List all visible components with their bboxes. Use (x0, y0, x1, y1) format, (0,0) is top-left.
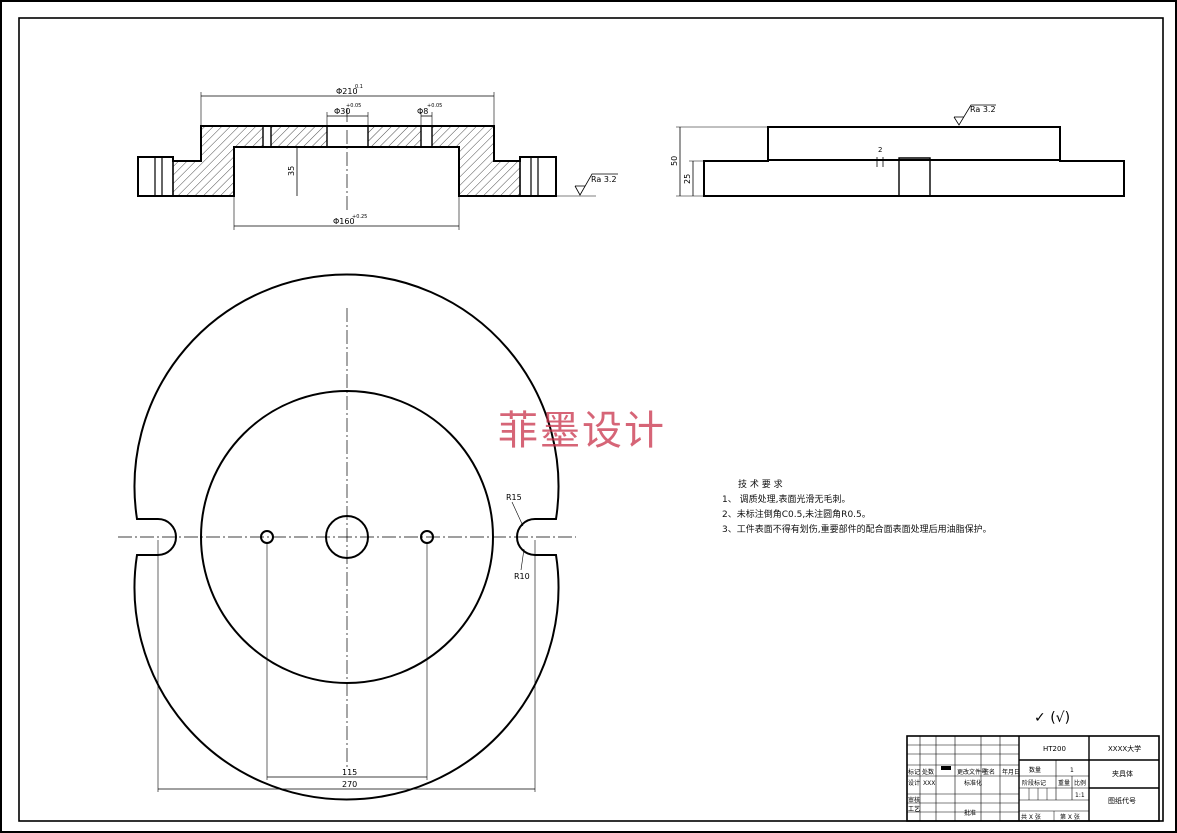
tb-school: XXXX大学 (1108, 744, 1141, 753)
redacted-name-box (941, 766, 951, 770)
watermark-text: 菲墨设计 (498, 408, 666, 454)
tb-part-name: 夹具体 (1112, 769, 1133, 778)
dim-recess-dia: Φ160 (333, 217, 355, 226)
dim-outer-tol: 0.1 (355, 84, 363, 90)
tech-req-item-3: 3、工件表面不得有划伤,重要部件的配合面表面处理后用油脂保护。 (722, 525, 992, 535)
tb-standard-label: 标准化 (964, 779, 982, 787)
tb-count-label: 处数 (922, 768, 934, 776)
roughness-note-text: (√) (1050, 710, 1071, 726)
tb-weight-label: 重量 (1058, 779, 1070, 787)
dim-hole-spacing: 115 (342, 768, 357, 777)
tb-process-label: 工艺 (908, 805, 920, 813)
tb-check-label: 审核 (908, 796, 920, 804)
tech-req-item-2: 2、未标注倒角C0.5,未注圆角R0.5。 (722, 510, 871, 520)
tb-scale-value: 1:1 (1075, 792, 1085, 799)
tech-req-title: 技 术 要 求 (738, 480, 783, 490)
tb-qty-label: 数量 (1029, 766, 1041, 774)
dim-recess-tol: +0.25 (352, 214, 367, 220)
tb-qty-value: 1 (1070, 767, 1074, 774)
tb-drawing-no: 图纸代号 (1108, 796, 1136, 805)
dim-slot-spacing: 270 (342, 780, 357, 789)
section-hatch-middle-left (271, 126, 327, 147)
tb-approve-label: 批准 (964, 809, 976, 817)
general-roughness-note: ✓ (√) (1034, 710, 1070, 726)
tb-mark-label: 标记 (908, 768, 920, 776)
label-r15: R15 (506, 493, 522, 502)
top-view: R15 R10 115 270 (118, 273, 576, 801)
dim-small-hole: Φ8 (417, 107, 428, 116)
side-slot (898, 157, 931, 196)
title-block: 标记 处数 更改文件号 签名 年月日 设计 XXX 标准化 审核 工艺 批准 H… (906, 735, 1160, 822)
roughness-front: Ra 3.2 (591, 175, 617, 184)
roughness-symbol-side (953, 104, 996, 126)
label-r10: R10 (514, 572, 530, 581)
tb-date-label: 年月日 (1002, 768, 1020, 776)
tb-page-text: 第 X 张 (1060, 813, 1080, 821)
section-hatch-middle-right (368, 126, 421, 147)
tb-change-label: 更改文件号 (957, 768, 987, 776)
dim-outer-dia: Φ210 (336, 87, 358, 96)
side-view: 2 50 25 Ra 3.2 (670, 104, 1125, 197)
tb-design-value: XXX (923, 780, 935, 787)
outer-contour (133, 273, 560, 801)
tb-sign-label: 签名 (983, 768, 995, 776)
dim-depth: 35 (287, 166, 296, 176)
side-upper-block (767, 126, 1061, 161)
side-base-plate (703, 159, 1125, 197)
dim-gap: 2 (878, 146, 882, 154)
tb-design-label: 设计 (908, 779, 920, 787)
section-hatch-right (432, 126, 520, 196)
dim-small-hole-tol: +0.05 (427, 103, 442, 109)
check-roughness-icon: ✓ (1034, 710, 1051, 726)
dim-base-height: 25 (683, 174, 692, 184)
section-hatch-left (173, 126, 263, 196)
front-section-view: Φ210 0.1 Φ30 +0.05 Φ8 +0.05 35 Φ160 +0.2… (137, 84, 618, 230)
tb-scale-label: 比例 (1074, 779, 1086, 787)
dim-total-height: 50 (670, 156, 679, 166)
dim-center-bore-tol: +0.05 (346, 103, 361, 109)
inner-border (18, 17, 1164, 822)
roughness-symbol-front (574, 173, 618, 196)
tech-req-item-1: 1、 调质处理,表面光滑无毛刺。 (722, 495, 851, 505)
roughness-side: Ra 3.2 (970, 105, 996, 114)
tb-sheet-text: 共 X 张 (1021, 813, 1041, 821)
tb-stage-label: 阶段标记 (1022, 779, 1046, 787)
dim-center-bore: Φ30 (334, 107, 350, 116)
technical-requirements: 技 术 要 求 1、 调质处理,表面光滑无毛刺。 2、未标注倒角C0.5,未注圆… (722, 478, 992, 538)
tb-material: HT200 (1043, 745, 1066, 753)
